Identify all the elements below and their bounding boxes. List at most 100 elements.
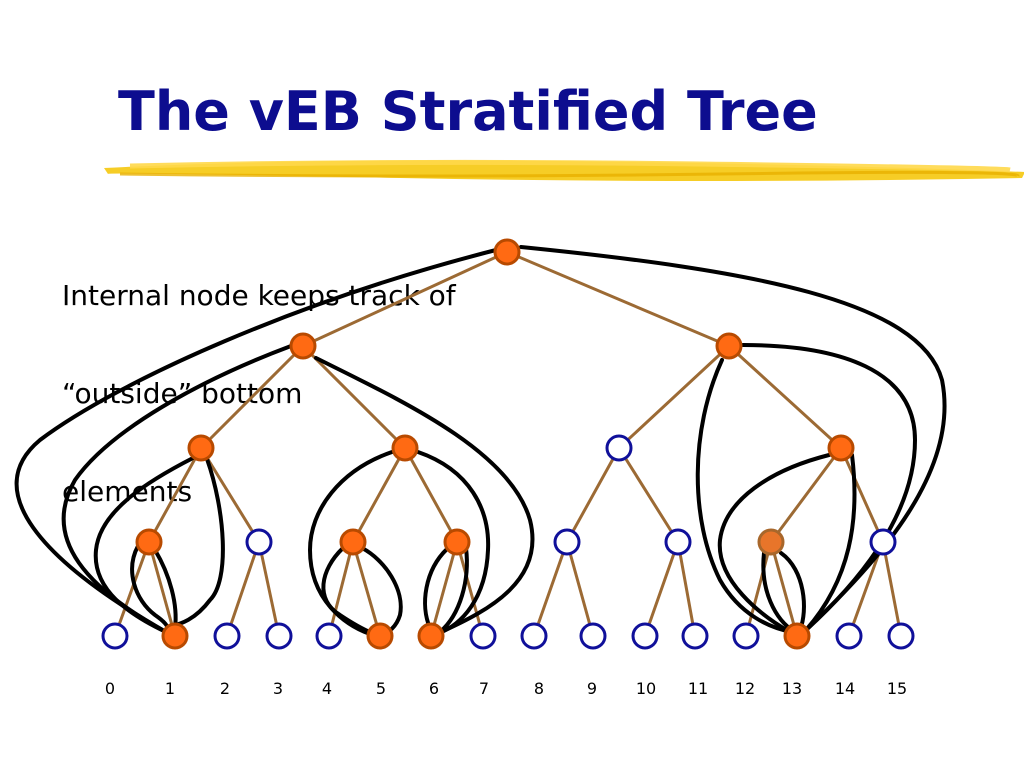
edge-root-R — [505, 250, 731, 348]
edge-R-RR — [727, 344, 843, 450]
pointer-LL-to-1-inner — [170, 457, 225, 628]
edge-LLL-1 — [147, 540, 177, 638]
edge-LLL-0 — [113, 540, 151, 638]
node-LR — [391, 434, 419, 462]
edge-L-LR — [301, 344, 407, 450]
leaf-12 — [732, 622, 760, 650]
caption-line-2: “outside” bottom — [62, 377, 303, 410]
leaf-label-7: 7 — [479, 679, 489, 698]
tree-edges — [113, 250, 903, 638]
node-L — [289, 332, 317, 360]
pointer-curves — [14, 245, 947, 636]
node-RL — [605, 434, 633, 462]
edge-RLL-8 — [532, 540, 569, 638]
leaf-label-13: 13 — [782, 679, 802, 698]
tree-nodes — [101, 238, 915, 650]
pointer-LLL-to-1-b — [153, 548, 178, 630]
node-LLL — [135, 528, 163, 556]
edge-R-RL — [617, 344, 731, 450]
node-LLR — [245, 528, 273, 556]
edge-LR-LRL — [351, 446, 407, 544]
pointer-root-to-13 — [519, 245, 947, 632]
pointer-LRL-to-5 — [321, 546, 374, 635]
pointer-root-to-1 — [14, 248, 498, 634]
node-RR — [827, 434, 855, 462]
leaf-10 — [631, 622, 659, 650]
leaf-2 — [213, 622, 241, 650]
pointer-LRR-to-6-b — [438, 546, 469, 634]
leaf-0 — [101, 622, 129, 650]
edge-L-LL — [199, 344, 305, 450]
leaf-label-0: 0 — [105, 679, 115, 698]
leaf-label-8: 8 — [534, 679, 544, 698]
leaf-label-11: 11 — [688, 679, 708, 698]
leaf-4 — [315, 622, 343, 650]
edge-RR-RRR — [839, 446, 885, 544]
edge-RLR-10 — [643, 540, 680, 638]
leaf-label-10: 10 — [636, 679, 656, 698]
node-RLL — [553, 528, 581, 556]
pointer-RR-to-13-outer — [717, 453, 831, 634]
leaf-label-2: 2 — [220, 679, 230, 698]
node-RRR — [869, 528, 897, 556]
leaf-label-12: 12 — [735, 679, 755, 698]
leaf-label-3: 3 — [273, 679, 283, 698]
leaf-7 — [469, 622, 497, 650]
node-LRL — [339, 528, 367, 556]
edge-root-L — [301, 250, 509, 348]
edge-RL-RLL — [565, 446, 621, 544]
edge-LL-LLL — [147, 446, 203, 544]
edge-RR-RRL — [769, 446, 843, 544]
edge-RL-RLR — [617, 446, 680, 544]
leaf-label-14: 14 — [835, 679, 855, 698]
edge-LRL-4 — [327, 540, 355, 638]
pointer-RRL-to-13-b — [779, 551, 806, 632]
edge-RRL-13 — [769, 540, 799, 638]
pointer-LR-to-6 — [416, 450, 491, 634]
leaf-14 — [835, 622, 863, 650]
leaf-labels: 0 1 2 3 4 5 6 7 8 9 10 11 12 13 14 15 — [105, 679, 907, 698]
edge-RRR-15 — [881, 540, 903, 638]
edge-RLR-11 — [676, 540, 697, 638]
node-R — [715, 332, 743, 360]
leaf-label-5: 5 — [376, 679, 386, 698]
node-LL — [187, 434, 215, 462]
edge-LRR-7 — [455, 540, 485, 638]
pointer-LL-to-1 — [93, 456, 195, 634]
edge-LLR-3 — [257, 540, 281, 638]
pointer-R-to-13-inner — [695, 358, 794, 634]
edge-RRL-12 — [744, 540, 773, 638]
node-root — [493, 238, 521, 266]
leaf-13 — [783, 622, 811, 650]
leaf-6 — [417, 622, 445, 650]
leaf-label-4: 4 — [322, 679, 332, 698]
node-LRR — [443, 528, 471, 556]
pointer-L-to-1 — [61, 344, 293, 634]
edge-LRR-6 — [429, 540, 459, 638]
leaf-3 — [265, 622, 293, 650]
leaf-1 — [161, 622, 189, 650]
edge-LRL-5 — [351, 540, 382, 638]
pointer-LRR-to-6 — [423, 547, 449, 630]
leaf-8 — [520, 622, 548, 650]
edge-RLL-9 — [565, 540, 595, 638]
slide-title: The vEB Stratified Tree — [118, 80, 818, 143]
leaf-9 — [579, 622, 607, 650]
leaf-15 — [887, 622, 915, 650]
edge-LLR-2 — [225, 540, 261, 638]
pointer-RR-to-13-inner — [804, 453, 857, 632]
leaf-label-1: 1 — [165, 679, 175, 698]
pointer-R-to-13 — [741, 343, 918, 632]
edge-LR-LRR — [403, 446, 459, 544]
leaf-5 — [366, 622, 394, 650]
leaf-label-6: 6 — [429, 679, 439, 698]
leaf-11 — [681, 622, 709, 650]
leaf-label-9: 9 — [587, 679, 597, 698]
title-highlight-stroke — [104, 159, 1024, 181]
node-RRL — [757, 528, 785, 556]
pointer-L-to-6 — [314, 356, 535, 634]
leaf-label-15: 15 — [887, 679, 907, 698]
caption-line-1: Internal node keeps track of — [62, 279, 456, 312]
node-RLR — [664, 528, 692, 556]
